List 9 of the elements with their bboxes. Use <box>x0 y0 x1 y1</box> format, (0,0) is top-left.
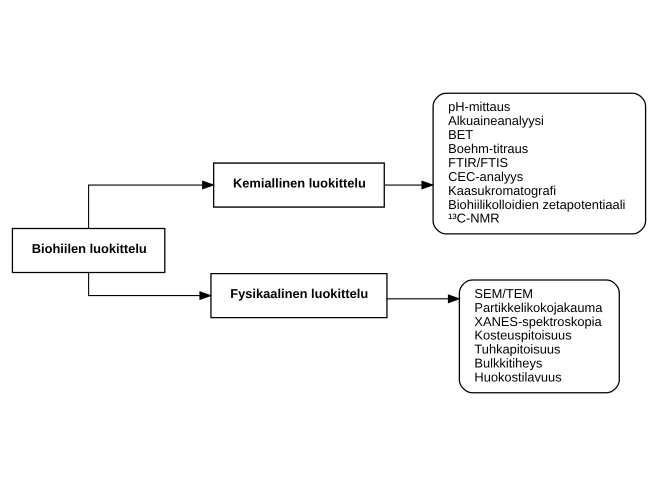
arrow <box>88 272 212 300</box>
node-box: Fysikaalinen luokittelu <box>210 272 388 318</box>
node-box: SEM/TEM Partikkelikokojakauma XANES-spektroskopia Kosteuspitoisuus Tuhkapitoisuus Bulkkitiheys Huokostilavuus <box>458 279 620 394</box>
node-box: Biohiilen luokittelu <box>12 228 166 274</box>
arrow <box>387 294 461 304</box>
node-box: Kemiallinen luokittelu <box>212 162 385 208</box>
arrow <box>384 180 434 190</box>
node-box: pH-mittaus Alkuaineanalyysi BET Boehm-titraus FTIR/FTIS CEC-analyys Kaasukromatografi Biohiilikolloidien zetapotentiaali ¹³C-NMR <box>432 92 646 235</box>
arrow <box>88 180 216 228</box>
